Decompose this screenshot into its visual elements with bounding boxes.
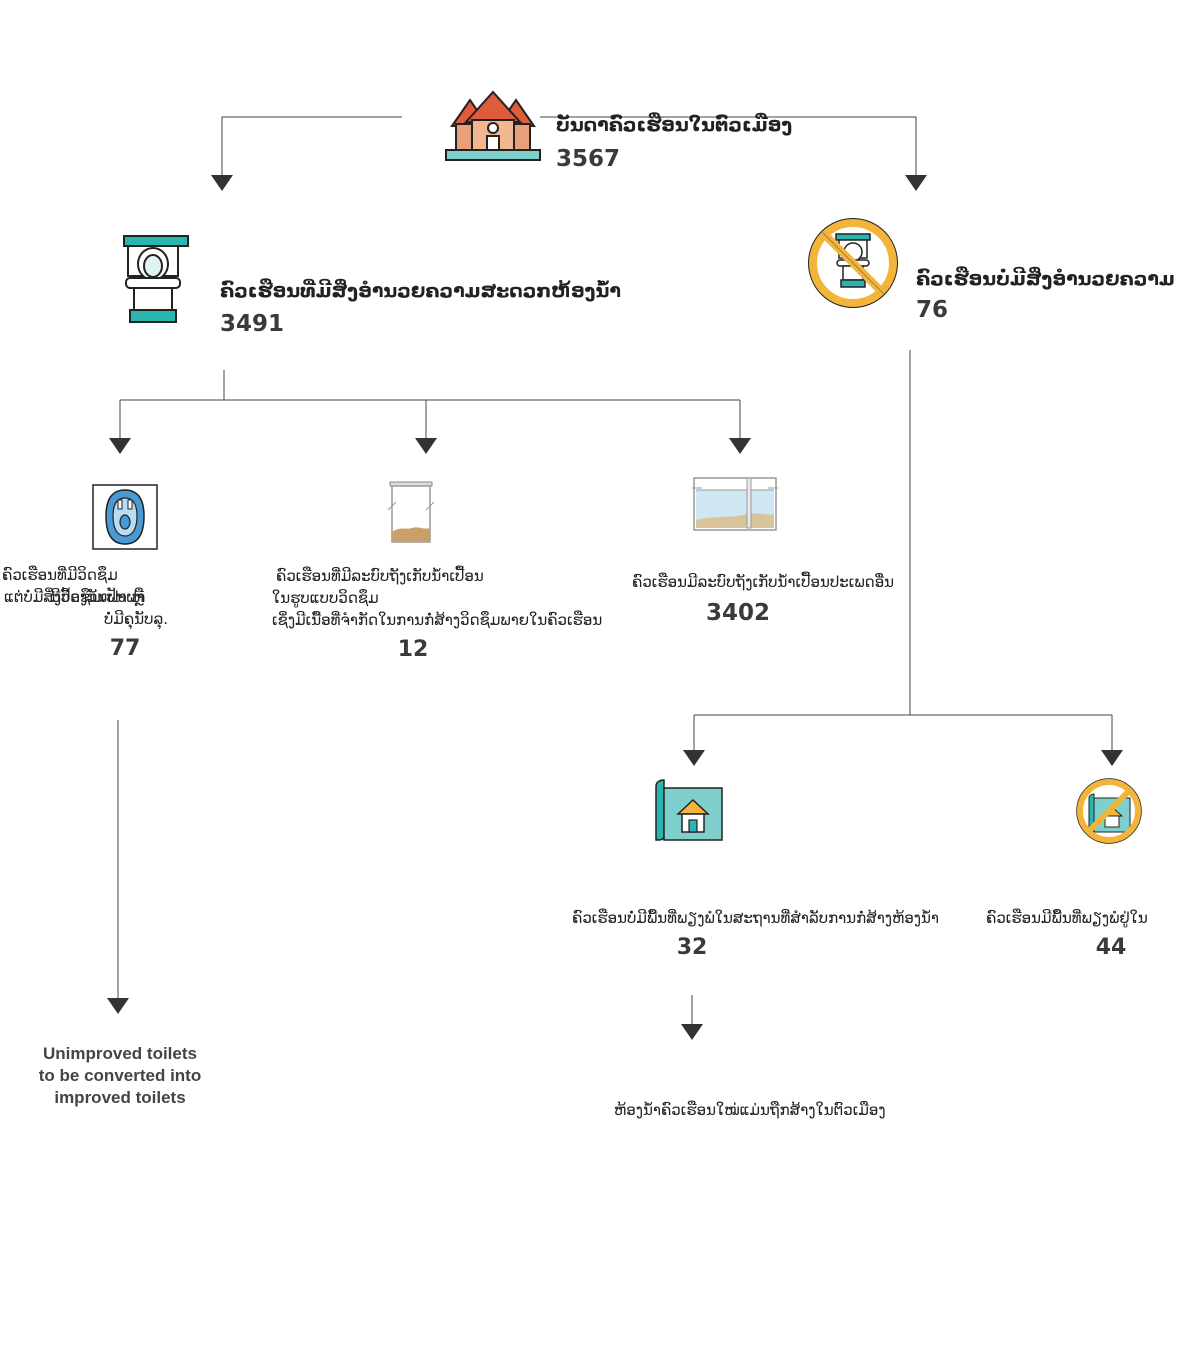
without-toilet-label: ຄົວເຮືອນບໍ່ມີສິ່ງອຳນວຍຄວາມ <box>916 268 1175 290</box>
septic-tank-icon <box>692 476 778 532</box>
branch-b-value: 12 <box>397 637 429 662</box>
branch-a-value: 77 <box>109 636 141 661</box>
with-toilet-value: 3491 <box>220 311 285 337</box>
branch-b-line2: ໃນຮູບແບບວິດຊຶມ <box>272 589 379 607</box>
branch-c-value: 3402 <box>706 600 771 626</box>
branch-a-line1: ຄົວເຮືອນທີ່ມີວິດຊຶມ <box>2 566 118 584</box>
house-plan-icon <box>654 778 724 842</box>
branch-a-line2: ແຕ່ບໍ່ມີສິ່ງປ້ອງກັນຝາ ຫຼື <box>4 588 144 606</box>
branch-b-line1: ຄົວເຮືອນທີ່ມີລະບົບຖັງເກັບນ້ຳເປື້ອນ <box>276 567 484 585</box>
root-value: 3567 <box>556 146 621 172</box>
new-toilets-note: ຫ້ອງນ້ຳຄົວເຮືອນໃໝ່ແມ່ນຖືກສ້າງໃນຕົວເມືອງ <box>614 1101 886 1119</box>
branch-d-value: 32 <box>676 935 708 960</box>
root-label: ບັນດາຄົວເຮືອນໃນຕົວເມືອງ <box>556 114 793 136</box>
branch-e-value: 44 <box>1095 935 1127 960</box>
branch-b-line3: ເຊິ່ງມີເນື້ອທີ່ຈຳກັດໃນການກໍ່ສ້າງວິດຊຶມພາ… <box>272 611 603 629</box>
branch-e-label: ຄົວເຮືອນມີພື້ນທີ່ພຽງພໍຢູ່ໃນ <box>986 909 1148 927</box>
toilet-icon <box>122 234 190 326</box>
branch-a-line2b: ມີວິດຊຶມເປັນຝາ <box>50 588 146 606</box>
no-toilet-icon <box>804 214 902 312</box>
no-house-plan-icon <box>1074 776 1144 846</box>
branch-c-label: ຄົວເຮືອນມີລະບົບຖັງເກັບນ້ຳເປື້ອນປະເພດອື່ນ <box>632 573 895 591</box>
with-toilet-label: ຄົວເຮືອນທີ່ມີສິ່ງອຳນວຍຄວາມສະດວກຫ້ອງນ້ຳ <box>220 280 621 302</box>
squat-toilet-icon <box>92 484 158 550</box>
branch-a-line3: ບໍ່ມີຄຸນັບລຸ. <box>104 610 168 628</box>
branch-d-label: ຄົວເຮືອນບໍ່ມີພື້ນທີ່ພຽງພໍໃນສະຖານທີ່ສຳລັບ… <box>572 909 940 927</box>
pit-tank-icon <box>386 480 436 544</box>
without-toilet-value: 76 <box>916 297 949 323</box>
unimproved-note: Unimproved toilets to be converted into … <box>38 1044 202 1107</box>
houses-icon <box>444 88 542 166</box>
